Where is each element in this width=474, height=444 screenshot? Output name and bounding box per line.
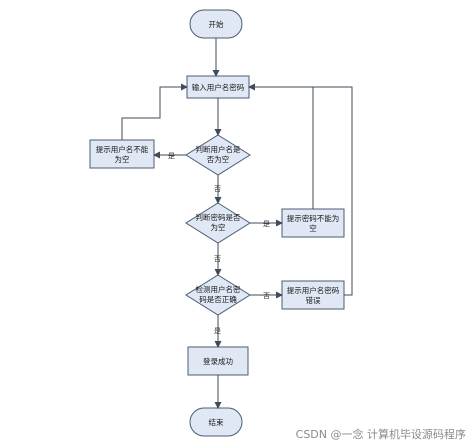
- login-success-label: 登录成功: [203, 356, 233, 366]
- csdn-watermark: CSDN @一念 计算机毕设源码程序: [296, 427, 466, 441]
- prompt-password-empty-node: 提示密码不能为 空: [281, 208, 345, 238]
- verify-credentials-node: 检测用户名密 码是否正确: [185, 274, 251, 316]
- check-password-empty-label-1: 判断密码是否: [196, 212, 241, 222]
- check-username-empty-label-1: 判断用户名是: [196, 144, 241, 154]
- prompt-credential-error-node: 提示用户名密码 错误: [281, 280, 345, 310]
- login-success-node: 登录成功: [187, 346, 249, 376]
- input-credentials-label: 输入用户名密码: [192, 82, 245, 92]
- prompt-password-empty-label-2: 空: [309, 223, 317, 233]
- verify-credentials-label-1: 检测用户名密: [196, 284, 241, 294]
- end-node: 结束: [189, 407, 243, 437]
- edge-label-password-empty-no: 否: [214, 255, 221, 263]
- edge-label-password-empty-yes: 是: [263, 220, 270, 228]
- prompt-credential-error-label-2: 错误: [306, 295, 321, 305]
- prompt-credential-error-label-1: 提示用户名密码: [287, 285, 340, 295]
- end-node-label: 结束: [209, 417, 224, 427]
- check-password-empty-label-2: 为空: [211, 222, 226, 232]
- prompt-username-empty-label-1: 提示用户名不能: [96, 144, 149, 154]
- edge-label-username-empty-no: 否: [214, 185, 221, 193]
- verify-credentials-label-2: 码是否正确: [199, 294, 237, 304]
- input-credentials-node: 输入用户名密码: [186, 75, 250, 99]
- edge-label-verify-yes: 是: [214, 327, 221, 335]
- check-username-empty-node: 判断用户名是 否为空: [185, 134, 251, 176]
- edge-password-prompt-back-to-input: [248, 83, 314, 209]
- edge-label-verify-no: 否: [263, 292, 270, 300]
- prompt-username-empty-node: 提示用户名不能 为空: [89, 139, 155, 169]
- start-node-label: 开始: [209, 19, 224, 29]
- prompt-username-empty-label-2: 为空: [115, 154, 130, 164]
- prompt-password-empty-label-1: 提示密码不能为: [287, 213, 340, 223]
- check-password-empty-node: 判断密码是否 为空: [185, 202, 251, 244]
- check-username-empty-label-2: 否为空: [207, 154, 230, 164]
- start-node: 开始: [189, 9, 243, 39]
- edge-error-prompt-back-to-input: [249, 86, 353, 296]
- edge-username-prompt-back-to-input: [121, 83, 188, 140]
- edge-label-username-empty-yes: 是: [168, 152, 175, 160]
